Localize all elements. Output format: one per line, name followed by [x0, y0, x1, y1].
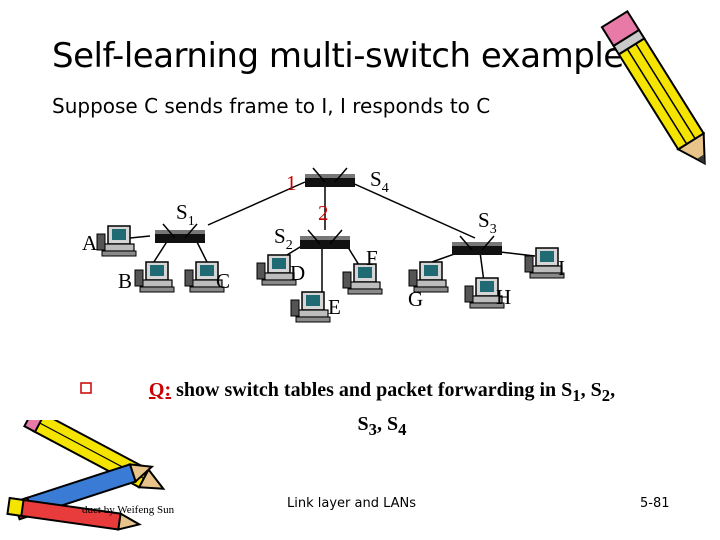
- host-d-label: D: [290, 261, 305, 285]
- question-text: Q: show switch tables and packet forward…: [82, 376, 682, 444]
- host-c-label: C: [216, 269, 230, 293]
- host-e-label: E: [328, 295, 341, 319]
- question-line-2: S3, S4: [357, 413, 407, 439]
- slide-number: 5-81: [640, 496, 670, 511]
- host-e-icon: [290, 291, 331, 323]
- host-a-icon: [96, 225, 137, 257]
- switch-s2-label: S2: [274, 224, 293, 253]
- host-g-label: G: [408, 287, 423, 311]
- question-prefix: Q:: [148, 379, 172, 401]
- switch-s2: [299, 229, 351, 250]
- slide-title: Self-learning multi-switch example: [52, 36, 624, 76]
- switch-s3-label: S3: [478, 208, 497, 237]
- host-h-label: H: [496, 285, 511, 309]
- footer-credit: duct by Weifeng Sun: [82, 504, 175, 516]
- switch-s4: [304, 167, 356, 188]
- switch-s1-label: S1: [176, 200, 195, 229]
- bullet-icon: [80, 382, 92, 394]
- network-diagram: S4 S1 S2 S3 1 2 A B C D E F G H I: [82, 167, 565, 323]
- slide-subtitle: Suppose C sends frame to I, I responds t…: [52, 94, 491, 118]
- switch-s4-label: S4: [370, 167, 389, 196]
- footer-topic: Link layer and LANs: [287, 496, 417, 511]
- host-a-label: A: [82, 231, 98, 255]
- switch-s1: [154, 223, 206, 244]
- question-line-1: Q: show switch tables and packet forward…: [148, 379, 616, 405]
- pencil-icon: [600, 9, 706, 166]
- host-i-label: I: [558, 256, 565, 280]
- link-marker-1: 1: [286, 171, 297, 195]
- host-b-label: B: [118, 269, 132, 293]
- pencils-clipart-icon: [6, 420, 166, 531]
- host-b-icon: [134, 261, 175, 293]
- switch-s3: [451, 235, 503, 256]
- link-marker-2: 2: [318, 201, 329, 225]
- host-f-label: F: [366, 246, 378, 270]
